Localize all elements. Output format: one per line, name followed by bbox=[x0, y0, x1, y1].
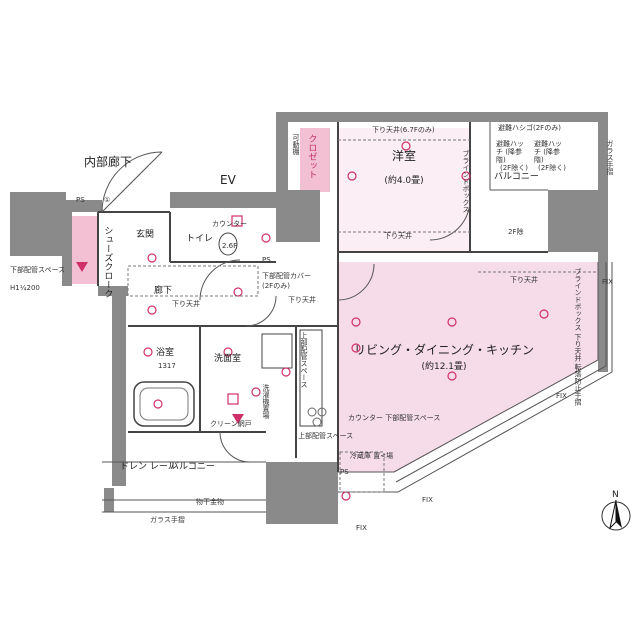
glass-railing-side-label: ガラス手摺 bbox=[606, 140, 615, 175]
glass-railing-bottom-label: ガラス手摺 bbox=[150, 516, 185, 524]
ceiling-drop-label-kitchen: 下り天井 bbox=[288, 296, 316, 304]
balcony-top-label: バルコニー bbox=[494, 172, 539, 182]
wash-dryer-label: 洗濯機置場 bbox=[262, 384, 271, 419]
downpipe-space-label: 下部配管スペース bbox=[10, 266, 66, 274]
toilet-label: トイレ bbox=[186, 234, 214, 244]
closet-label: クロゼット bbox=[306, 134, 317, 179]
fridge-space-label: 冷蔵庫 置<場 bbox=[350, 452, 394, 460]
counter-lower-pipe-label: カウンター 下部配管スペース bbox=[348, 414, 441, 422]
bathtub bbox=[133, 381, 195, 427]
shoe-cloak-label: シューズクローク bbox=[102, 226, 113, 298]
ldk-fill bbox=[338, 262, 598, 472]
ldk-label: リビング・ダイニング・キッチン bbox=[353, 343, 535, 357]
counter-label: カウンター bbox=[212, 220, 247, 228]
western-room-label: 洋室 bbox=[391, 149, 417, 163]
evac-hatch-right-floor: (2F除く) bbox=[538, 164, 566, 172]
washroom-label: 洗面室 bbox=[214, 354, 242, 364]
compass-label: N bbox=[612, 490, 619, 500]
ceiling-drop-label-ldk: 下り天井 bbox=[510, 276, 538, 284]
closet-fill bbox=[300, 128, 330, 192]
marker-triangle bbox=[76, 262, 88, 272]
ceiling-drop-label-room: 下り天井 bbox=[384, 232, 412, 240]
evac-hatch-left-label: 避難ハッチ (降参階) bbox=[496, 140, 524, 165]
blind-box-side-label: ブラインドボックス 下り天井 転落防止手摺 bbox=[574, 268, 583, 406]
fix-label-bottom: FIX bbox=[422, 496, 433, 504]
evac-hatch-right-label: 避難ハッチ (降参階) bbox=[534, 140, 562, 165]
marker-triangle bbox=[232, 414, 244, 424]
blind-box-room-label: ブラインドボックス bbox=[462, 150, 471, 213]
inner-corridor-label: 内部廊下 bbox=[84, 155, 133, 169]
balcony-bottom-label: バルコニー bbox=[170, 462, 215, 472]
bath-size-label: 1317 bbox=[158, 362, 176, 370]
attach-2f-label: 2F除 bbox=[508, 228, 524, 236]
drain-rail-label: ドレン レール bbox=[120, 462, 177, 472]
evac-ladder-label: 避難ハシゴ(2Fのみ) bbox=[498, 124, 561, 132]
fix-label-diag: FIX bbox=[556, 392, 567, 400]
upper-pipe-space-label: 上部配管スペース bbox=[298, 432, 354, 440]
western-room-fill bbox=[338, 128, 470, 252]
kitchen-counter bbox=[299, 329, 323, 427]
toilet-bowl bbox=[218, 232, 238, 256]
ceiling-drop-67-label: 下り天井(6.7Fのみ) bbox=[372, 126, 435, 134]
western-room-size: (約4.0畳) bbox=[384, 176, 424, 186]
bath-label: 浴室 bbox=[156, 348, 175, 358]
ceiling-drop-label-hall: 下り天井 bbox=[172, 300, 200, 308]
shoe-cloak-fill bbox=[70, 216, 98, 284]
ldk-size-label: (約12.1畳) bbox=[421, 362, 467, 372]
ps-label-mid: PS bbox=[262, 256, 271, 264]
hallway-label: 廊下 bbox=[154, 286, 173, 296]
fix-label-corner: FIX bbox=[356, 524, 367, 532]
door-swings bbox=[101, 151, 471, 463]
ceiling-drop-lines bbox=[127, 139, 598, 493]
ev-label: EV bbox=[220, 173, 236, 187]
kitchen-upper-pipe-label: 上部配管スペース bbox=[300, 332, 309, 388]
ps-label-left: PS bbox=[76, 196, 85, 204]
downpipe-space-height: H1¼200 bbox=[10, 284, 40, 292]
fix-label-right: FIX bbox=[602, 278, 613, 286]
ps-label-bottom: PS bbox=[340, 468, 349, 476]
movable-shelf-label: 可動棚 bbox=[292, 134, 301, 155]
floor-note-label: 2.6F bbox=[222, 242, 238, 250]
pipe-cover-label: 下部配管カバー bbox=[262, 272, 311, 280]
entrance-label: 玄関 bbox=[136, 230, 155, 240]
equipment-marks bbox=[143, 141, 549, 501]
clean-duct-label: クリーン網戸 bbox=[210, 420, 252, 428]
wash-basin bbox=[261, 333, 293, 369]
drying-frame-label: 物干金物 bbox=[196, 498, 224, 506]
interior-walls bbox=[97, 122, 548, 472]
evac-hatch-left-floor: (2F除く) bbox=[500, 164, 528, 172]
stove bbox=[307, 407, 327, 427]
marker-one: ① bbox=[104, 196, 111, 204]
pipe-cover-floor-label: (2Fのみ) bbox=[262, 282, 290, 290]
north-compass bbox=[601, 499, 631, 531]
